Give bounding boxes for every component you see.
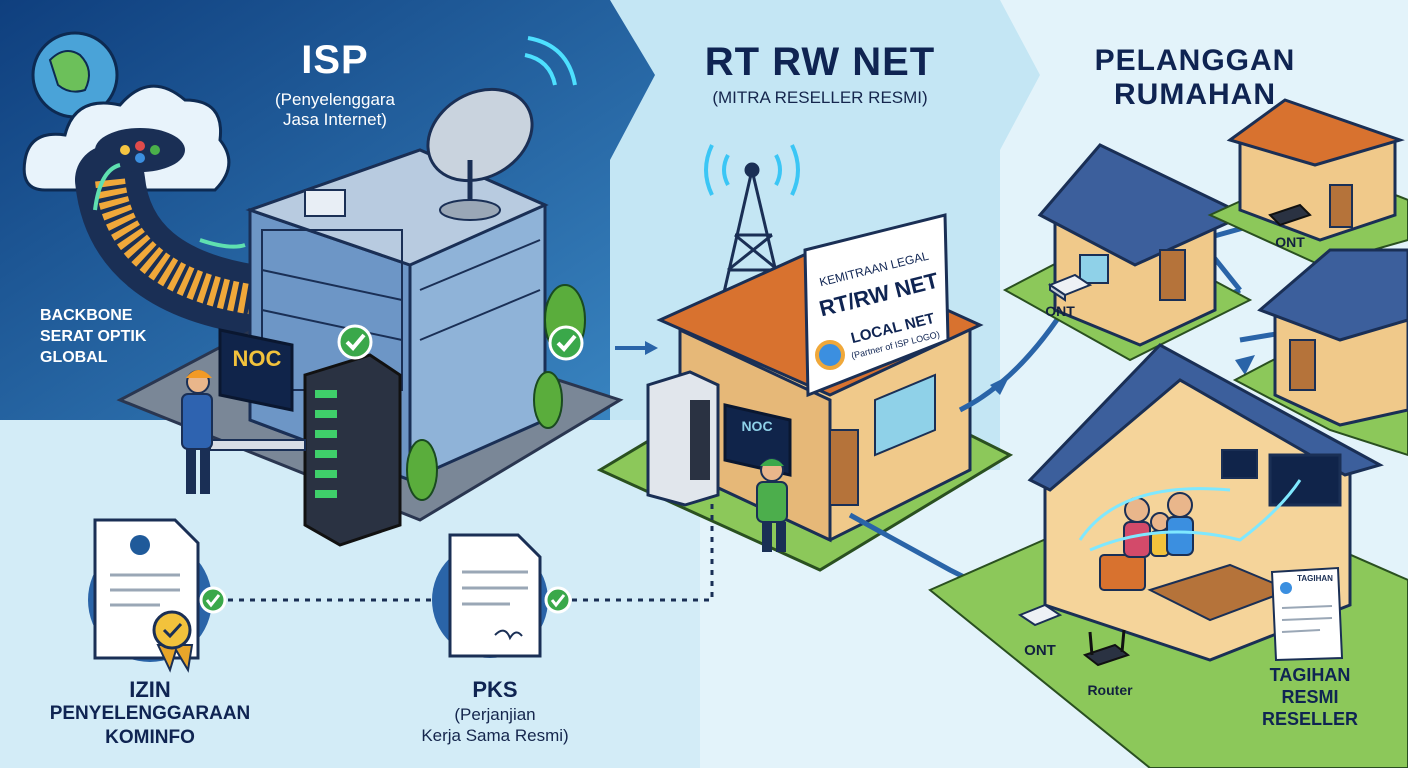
- tagihan-line3: RESELLER: [1261, 709, 1358, 729]
- operator-person-icon: [181, 370, 213, 494]
- ont-label: ONT: [1275, 234, 1305, 250]
- arrow-icon: [93, 163, 121, 211]
- family-icon: [1123, 492, 1194, 558]
- isp-subtitle-line1: (Penyelenggara: [274, 90, 396, 109]
- backbone-line1: BACKBONE: [40, 307, 133, 324]
- local-net-logo-icon: [815, 340, 845, 370]
- tagihan-line1: TAGIHAN: [1269, 665, 1351, 685]
- fiber-cable: [75, 128, 290, 335]
- ont-device-icon: [1268, 203, 1312, 227]
- backbone-line2: SERAT OPTIK: [40, 328, 147, 345]
- pks-line2: (Perjanjian: [454, 705, 536, 724]
- check-icon: [337, 324, 373, 360]
- main-house: [928, 343, 1408, 768]
- rtrw-title: RT RW NET: [704, 40, 936, 84]
- tree-icon: [533, 371, 563, 429]
- isp-subtitle-line2: Jasa Internet): [283, 110, 387, 129]
- tree-icon: [406, 439, 438, 501]
- rtrw-subtitle: (MITRA RESELLER RESMI): [712, 88, 928, 107]
- ont-label: ONT: [1045, 303, 1075, 319]
- tagihan-line2: RESMI: [1281, 687, 1339, 707]
- arrow-icon: [199, 238, 246, 249]
- rtrw-noc-label: NOC: [741, 418, 773, 434]
- izin-line2: PENYELENGGARAAN: [49, 703, 251, 724]
- tagihan-receipt-icon: [1270, 566, 1344, 662]
- router-icon: [1082, 629, 1131, 667]
- tagihan-doc-header: TAGIHAN: [1297, 574, 1333, 583]
- globe-icon: [31, 31, 119, 119]
- ont-device-icon: [1017, 603, 1063, 627]
- arrow-icon: [1235, 355, 1255, 375]
- router-label: Router: [1087, 682, 1133, 698]
- izin-line3: KOMINFO: [105, 727, 195, 748]
- pelanggan-title-line1: PELANGGAN: [1094, 44, 1296, 77]
- check-icon: [548, 325, 584, 361]
- server-rack-icon: [303, 353, 402, 547]
- pelanggan-title-line2: RUMAHAN: [1114, 78, 1276, 111]
- izin-line1: IZIN: [129, 677, 171, 702]
- ont-label: ONT: [1024, 642, 1056, 659]
- dotted-link: [572, 500, 714, 602]
- backbone-line3: GLOBAL: [40, 349, 108, 366]
- pks-document-icon: [448, 533, 542, 658]
- check-icon: [199, 586, 227, 614]
- noc-monitor-icon: [723, 403, 792, 477]
- pks-line1: PKS: [472, 677, 518, 702]
- arrow-icon: [990, 375, 1010, 395]
- signal-waves-icon: [704, 144, 800, 196]
- noc-label: NOC: [232, 346, 282, 371]
- seal-icon: [152, 610, 194, 673]
- signal-waves-icon: [524, 36, 577, 86]
- wifi-flow: [1078, 479, 1302, 552]
- check-icon: [544, 586, 572, 614]
- noc-monitor-icon: [209, 328, 306, 451]
- isp-title: ISP: [301, 38, 369, 82]
- house-icon: [1232, 248, 1408, 457]
- operator-person-icon: [756, 458, 788, 552]
- arrow-icon: [645, 341, 658, 355]
- pks-line3: Kerja Sama Resmi): [421, 726, 569, 745]
- ont-device-icon: [1047, 273, 1093, 302]
- server-rack-icon: [646, 370, 720, 507]
- satellite-dish-icon: [426, 87, 534, 221]
